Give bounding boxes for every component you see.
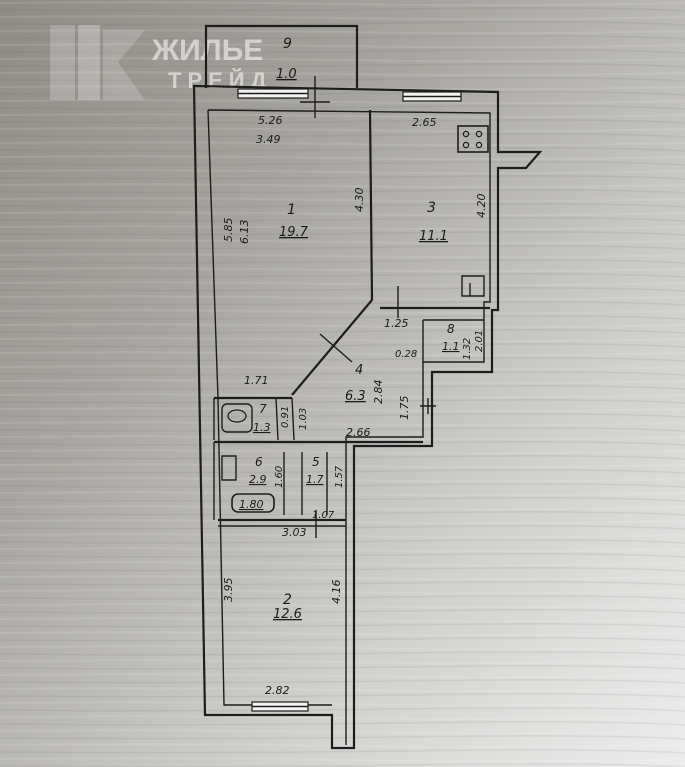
room-4-number: 4 (355, 363, 363, 378)
room-9-area: 1.0 (276, 67, 297, 82)
dim-430: 4.30 (353, 188, 366, 213)
dim-303: 3.03 (282, 526, 307, 539)
kitchen-sink-icon (461, 275, 485, 297)
dim-526: 5.26 (258, 114, 283, 127)
room-7-area: 1.3 (253, 421, 271, 434)
room-2-number: 2 (283, 592, 292, 608)
room-8-walls (422, 319, 484, 362)
room-5-6-walls (213, 442, 328, 520)
toilet-icon (221, 403, 253, 433)
room-4-area: 6.3 (345, 389, 366, 404)
room-2-area: 12.6 (273, 607, 302, 622)
dim-282: 2.82 (265, 684, 290, 697)
dim-266: 2.66 (346, 426, 371, 439)
room-5-number: 5 (312, 455, 320, 469)
balcony-outline (204, 24, 359, 88)
room-1-number: 1 (287, 202, 296, 218)
room-8-number: 8 (447, 322, 455, 336)
dim-171: 1.71 (244, 374, 269, 387)
dim-103: 1.03 (298, 408, 309, 430)
dim-175: 1.75 (398, 396, 411, 421)
dim-125: 1.25 (384, 317, 409, 330)
dim-091: 0.91 (280, 406, 291, 428)
room-3-number: 3 (427, 200, 436, 216)
dim-132: 1.32 (462, 338, 473, 360)
dim-420: 4.20 (475, 194, 488, 219)
room-9-number: 9 (283, 36, 292, 52)
dim-157: 1.57 (334, 465, 345, 488)
room-6-number: 6 (255, 455, 263, 469)
partition-diagonal-1 (291, 299, 373, 396)
dim-349: 3.49 (256, 133, 281, 146)
door-mark-entry (420, 398, 436, 414)
dim-201: 2.01 (474, 330, 485, 352)
bathtub-icon (231, 493, 275, 513)
dim-265: 2.65 (412, 116, 437, 129)
partition-1-3 (368, 109, 374, 301)
dim-613: 6.13 (238, 220, 251, 245)
dim-028: 0.28 (395, 349, 417, 360)
balcony-door-mark (300, 76, 330, 118)
bathroom-sink-icon (221, 455, 237, 481)
watermark-line-1: ЖИЛЬЕ (151, 34, 263, 67)
door-mark-1 (319, 333, 353, 363)
dim-284: 2.84 (372, 380, 385, 405)
room-8-area: 1.1 (442, 340, 460, 353)
outer-wall (192, 84, 543, 750)
dim-180: 1.80 (239, 498, 264, 511)
dim-416: 4.16 (330, 580, 343, 605)
watermark-logo (50, 25, 145, 100)
room-7-number: 7 (259, 402, 267, 416)
room-5-area: 1.7 (306, 473, 324, 486)
stove-icon (457, 125, 489, 153)
room-1-area: 19.7 (279, 225, 309, 240)
dim-107: 1.07 (312, 510, 335, 521)
dim-160: 1.60 (274, 466, 285, 488)
dim-395: 3.95 (222, 578, 235, 603)
room-3-area: 11.1 (419, 229, 448, 244)
room-6-area: 2.9 (249, 473, 267, 486)
room-7-walls (213, 397, 295, 441)
dim-585: 5.85 (222, 218, 235, 243)
